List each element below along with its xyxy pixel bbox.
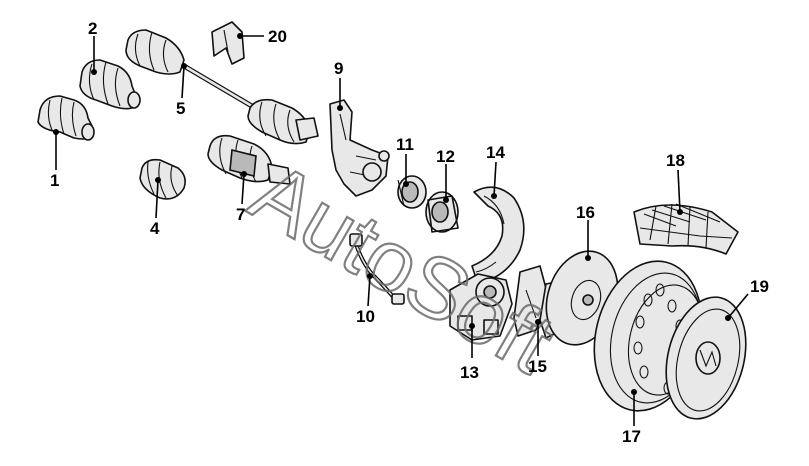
part-12-hub bbox=[425, 191, 459, 233]
part-9-steering-knuckle bbox=[329, 99, 390, 197]
callout-17: 17 bbox=[622, 427, 641, 446]
callout-labels: 1 2 4 5 7 9 10 11 12 13 14 15 16 17 18 1… bbox=[50, 19, 769, 446]
callout-1: 1 bbox=[50, 171, 59, 190]
part-11-bearing bbox=[397, 175, 427, 209]
part-1-cv-boot bbox=[37, 95, 95, 141]
callout-14: 14 bbox=[486, 143, 505, 162]
part-4-boot bbox=[139, 158, 186, 200]
callout-15: 15 bbox=[528, 357, 547, 376]
part-14-splash-shield bbox=[471, 186, 525, 285]
part-13-brake-caliper bbox=[449, 273, 513, 341]
callout-9: 9 bbox=[334, 59, 343, 78]
callout-16: 16 bbox=[576, 203, 595, 222]
part-7-cv-joint bbox=[207, 134, 291, 185]
part-2-cv-boot bbox=[79, 59, 141, 110]
callout-19: 19 bbox=[750, 277, 769, 296]
callout-13: 13 bbox=[460, 363, 479, 382]
part-5-drive-shaft bbox=[125, 29, 319, 145]
callout-4: 4 bbox=[150, 219, 160, 238]
callout-12: 12 bbox=[436, 147, 455, 166]
callout-18: 18 bbox=[666, 151, 685, 170]
part-20-bracket bbox=[211, 21, 245, 65]
part-18-tyre-segment bbox=[633, 203, 739, 255]
callout-2: 2 bbox=[88, 19, 97, 38]
callout-10: 10 bbox=[356, 307, 375, 326]
leader-lines bbox=[53, 33, 749, 426]
callout-5: 5 bbox=[176, 99, 185, 118]
callout-11: 11 bbox=[396, 135, 414, 154]
part-19-hub-cap bbox=[665, 296, 747, 420]
callout-20: 20 bbox=[268, 27, 287, 46]
callout-7: 7 bbox=[236, 205, 245, 224]
